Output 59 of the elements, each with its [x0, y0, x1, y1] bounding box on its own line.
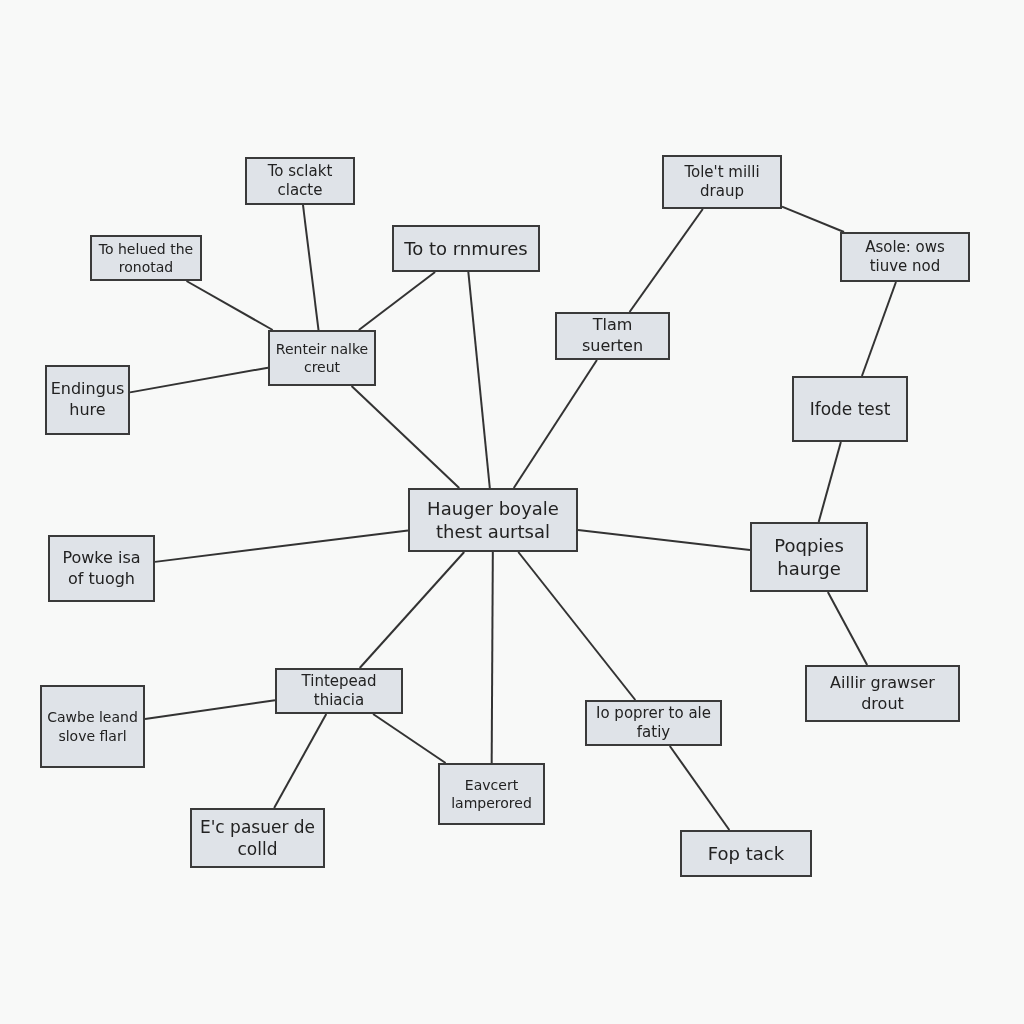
node-label: To sclakt clacte	[266, 161, 334, 201]
connector-line	[185, 280, 274, 331]
node-label: Eavcert lamperored	[450, 775, 533, 813]
node-label: Poqpies haurge	[773, 533, 845, 581]
connector-line	[358, 551, 466, 669]
node-label: Fop tack	[707, 841, 785, 866]
concept-box	[90, 235, 202, 281]
concept-box	[40, 685, 145, 768]
connector-line	[817, 441, 842, 523]
concept-box	[48, 535, 155, 602]
node-label: Asole: ows tiuve nod	[864, 237, 946, 277]
connector-line	[668, 745, 731, 831]
node-label: Ifode test	[809, 397, 891, 421]
concept-box	[268, 330, 376, 386]
node-label: Powke isa of tuogh	[61, 547, 142, 590]
concept-box	[792, 376, 908, 442]
node-label: Tintepead thiacia	[300, 671, 378, 711]
node-label: Tole't milli draup	[683, 162, 761, 202]
connector-line	[350, 385, 461, 489]
connector-line	[129, 366, 269, 394]
concept-box	[275, 668, 403, 714]
concept-box	[680, 830, 812, 877]
concept-box	[840, 232, 970, 282]
concept-box	[245, 157, 355, 205]
node-label: Aillir grawser drout	[829, 672, 936, 715]
node-label: Tlam suerten	[580, 315, 645, 357]
concept-box	[392, 225, 540, 272]
concept-box	[408, 488, 578, 552]
node-label: Io poprer to ale fatiy	[595, 703, 712, 743]
connector-line	[512, 359, 598, 489]
node-label: Endingus hure	[50, 379, 125, 421]
concept-box	[45, 365, 130, 435]
concept-box	[190, 808, 325, 868]
concept-box	[750, 522, 868, 592]
connector-line	[302, 204, 320, 331]
node-label: Renteir nalke creut	[275, 339, 369, 377]
connector-line	[577, 528, 751, 552]
concept-box	[662, 155, 782, 209]
node-label: E'c pasuer de colld	[198, 815, 317, 861]
connector-line	[467, 271, 491, 489]
node-label: To to rnmures	[404, 236, 528, 261]
concept-box	[805, 665, 960, 722]
connector-line	[357, 271, 437, 331]
concept-box	[555, 312, 670, 360]
connector-line	[490, 551, 494, 764]
node-label: Cawbe leand slove flarl	[47, 708, 138, 745]
connector-line	[860, 281, 897, 377]
concept-box	[585, 700, 722, 746]
connector-line	[781, 205, 845, 233]
node-label: Hauger boyale thest aurtsal	[426, 496, 560, 544]
connector-line	[154, 529, 409, 563]
connector-line	[372, 713, 447, 764]
concept-box	[438, 763, 545, 825]
connector-line	[826, 591, 869, 666]
connector-line	[628, 208, 704, 313]
node-label: To helued the ronotad	[97, 239, 195, 277]
connector-line	[273, 713, 328, 809]
connector-line	[517, 551, 637, 701]
connector-line	[144, 699, 276, 720]
